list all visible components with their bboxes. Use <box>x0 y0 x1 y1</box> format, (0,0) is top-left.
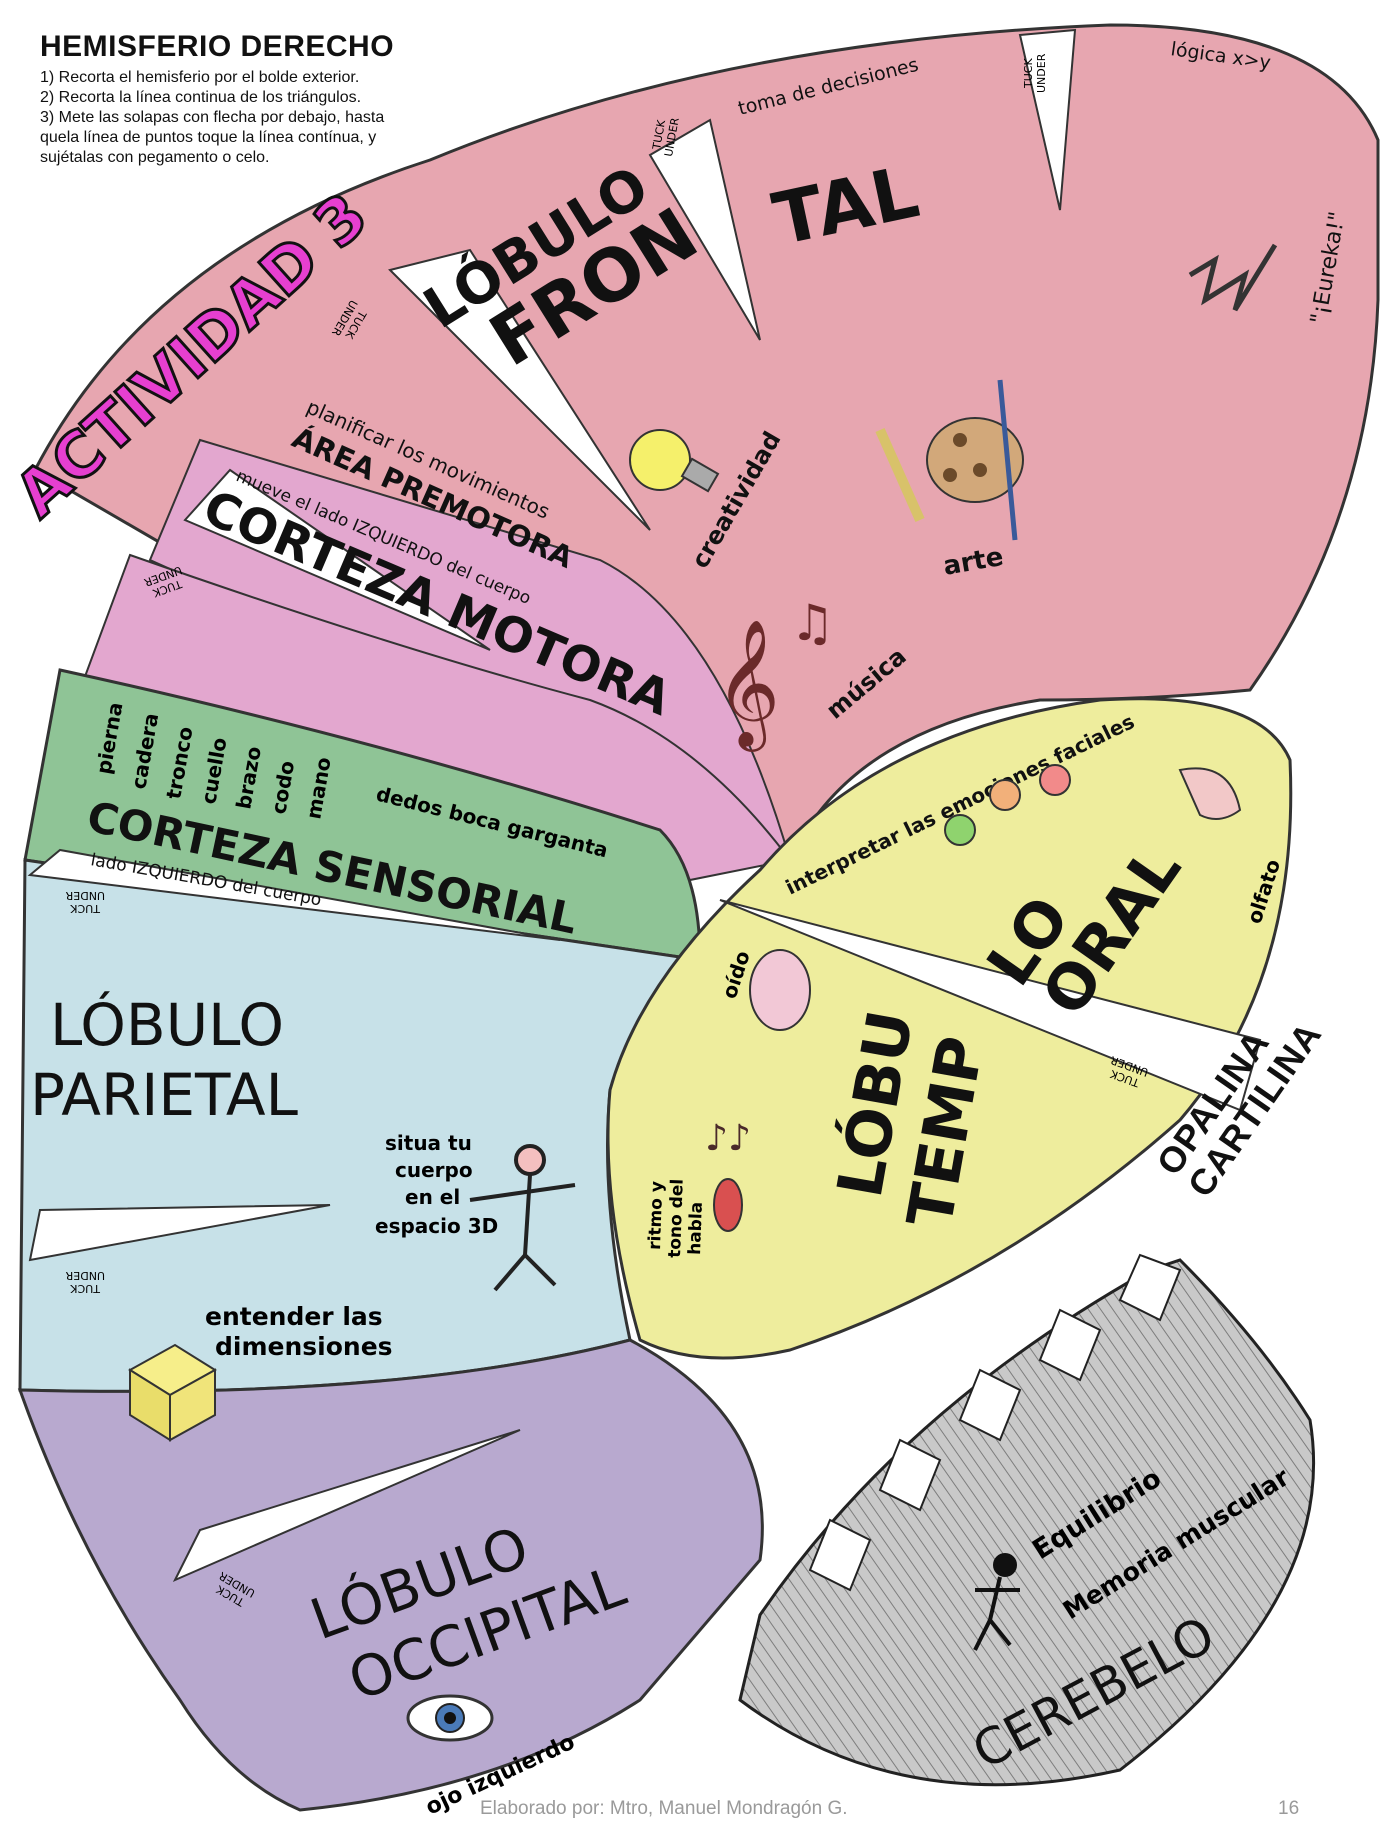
page-number: 16 <box>1278 1798 1299 1820</box>
svg-text:TUCK: TUCK <box>1022 58 1035 89</box>
parietal-title-line1: LÓBULO <box>50 990 284 1059</box>
eye-icon <box>408 1696 492 1740</box>
tuck-under-label: TUCK UNDER <box>65 889 105 915</box>
tuck-under-label: TUCK UNDER <box>1022 53 1048 93</box>
instruction-line: 3) Mete las solapas con flecha por debaj… <box>40 108 460 128</box>
instruction-line: sujétalas con pegamento o celo. <box>40 148 460 168</box>
ritmo-line: habla <box>685 1201 707 1255</box>
instruction-line: quela línea de puntos toque la línea con… <box>40 128 460 148</box>
svg-text:TUCK: TUCK <box>70 902 101 915</box>
tuck-under-label: TUCK UNDER <box>65 1269 105 1295</box>
footer-credit: Elaborado por: Mtro, Manuel Mondragón G. <box>480 1798 848 1820</box>
rhythm-notes-icon: ♪♪ <box>705 1118 751 1159</box>
ritmo-line: ritmo y <box>645 1181 667 1250</box>
instruction-line: 2) Recorta la línea continua de los triá… <box>40 88 460 108</box>
situa-line: cuerpo <box>395 1158 473 1182</box>
situa-line: situa tu <box>385 1131 472 1155</box>
parietal-title-line2: PARIETAL <box>30 1061 298 1129</box>
svg-text:TUCK: TUCK <box>70 1282 101 1295</box>
svg-text:UNDER: UNDER <box>1035 53 1048 93</box>
treble-clef-icon: 𝄞 <box>715 618 780 752</box>
dimensiones-line: entender las <box>205 1302 383 1331</box>
situa-line: en el <box>405 1185 460 1209</box>
mouth-icon <box>714 1179 742 1231</box>
situa-line: espacio 3D <box>375 1214 498 1238</box>
instructions: HEMISFERIO DERECHO 1) Recorta el hemisfe… <box>40 30 460 168</box>
svg-text:UNDER: UNDER <box>65 1269 105 1282</box>
instruction-line: 1) Recorta el hemisferio por el bolde ex… <box>40 68 460 88</box>
dimensiones-line: dimensiones <box>215 1332 393 1361</box>
ear-icon <box>750 950 810 1030</box>
page-title: HEMISFERIO DERECHO <box>40 30 460 64</box>
svg-text:UNDER: UNDER <box>65 889 105 902</box>
music-notes-icon: ♫ <box>790 594 835 652</box>
